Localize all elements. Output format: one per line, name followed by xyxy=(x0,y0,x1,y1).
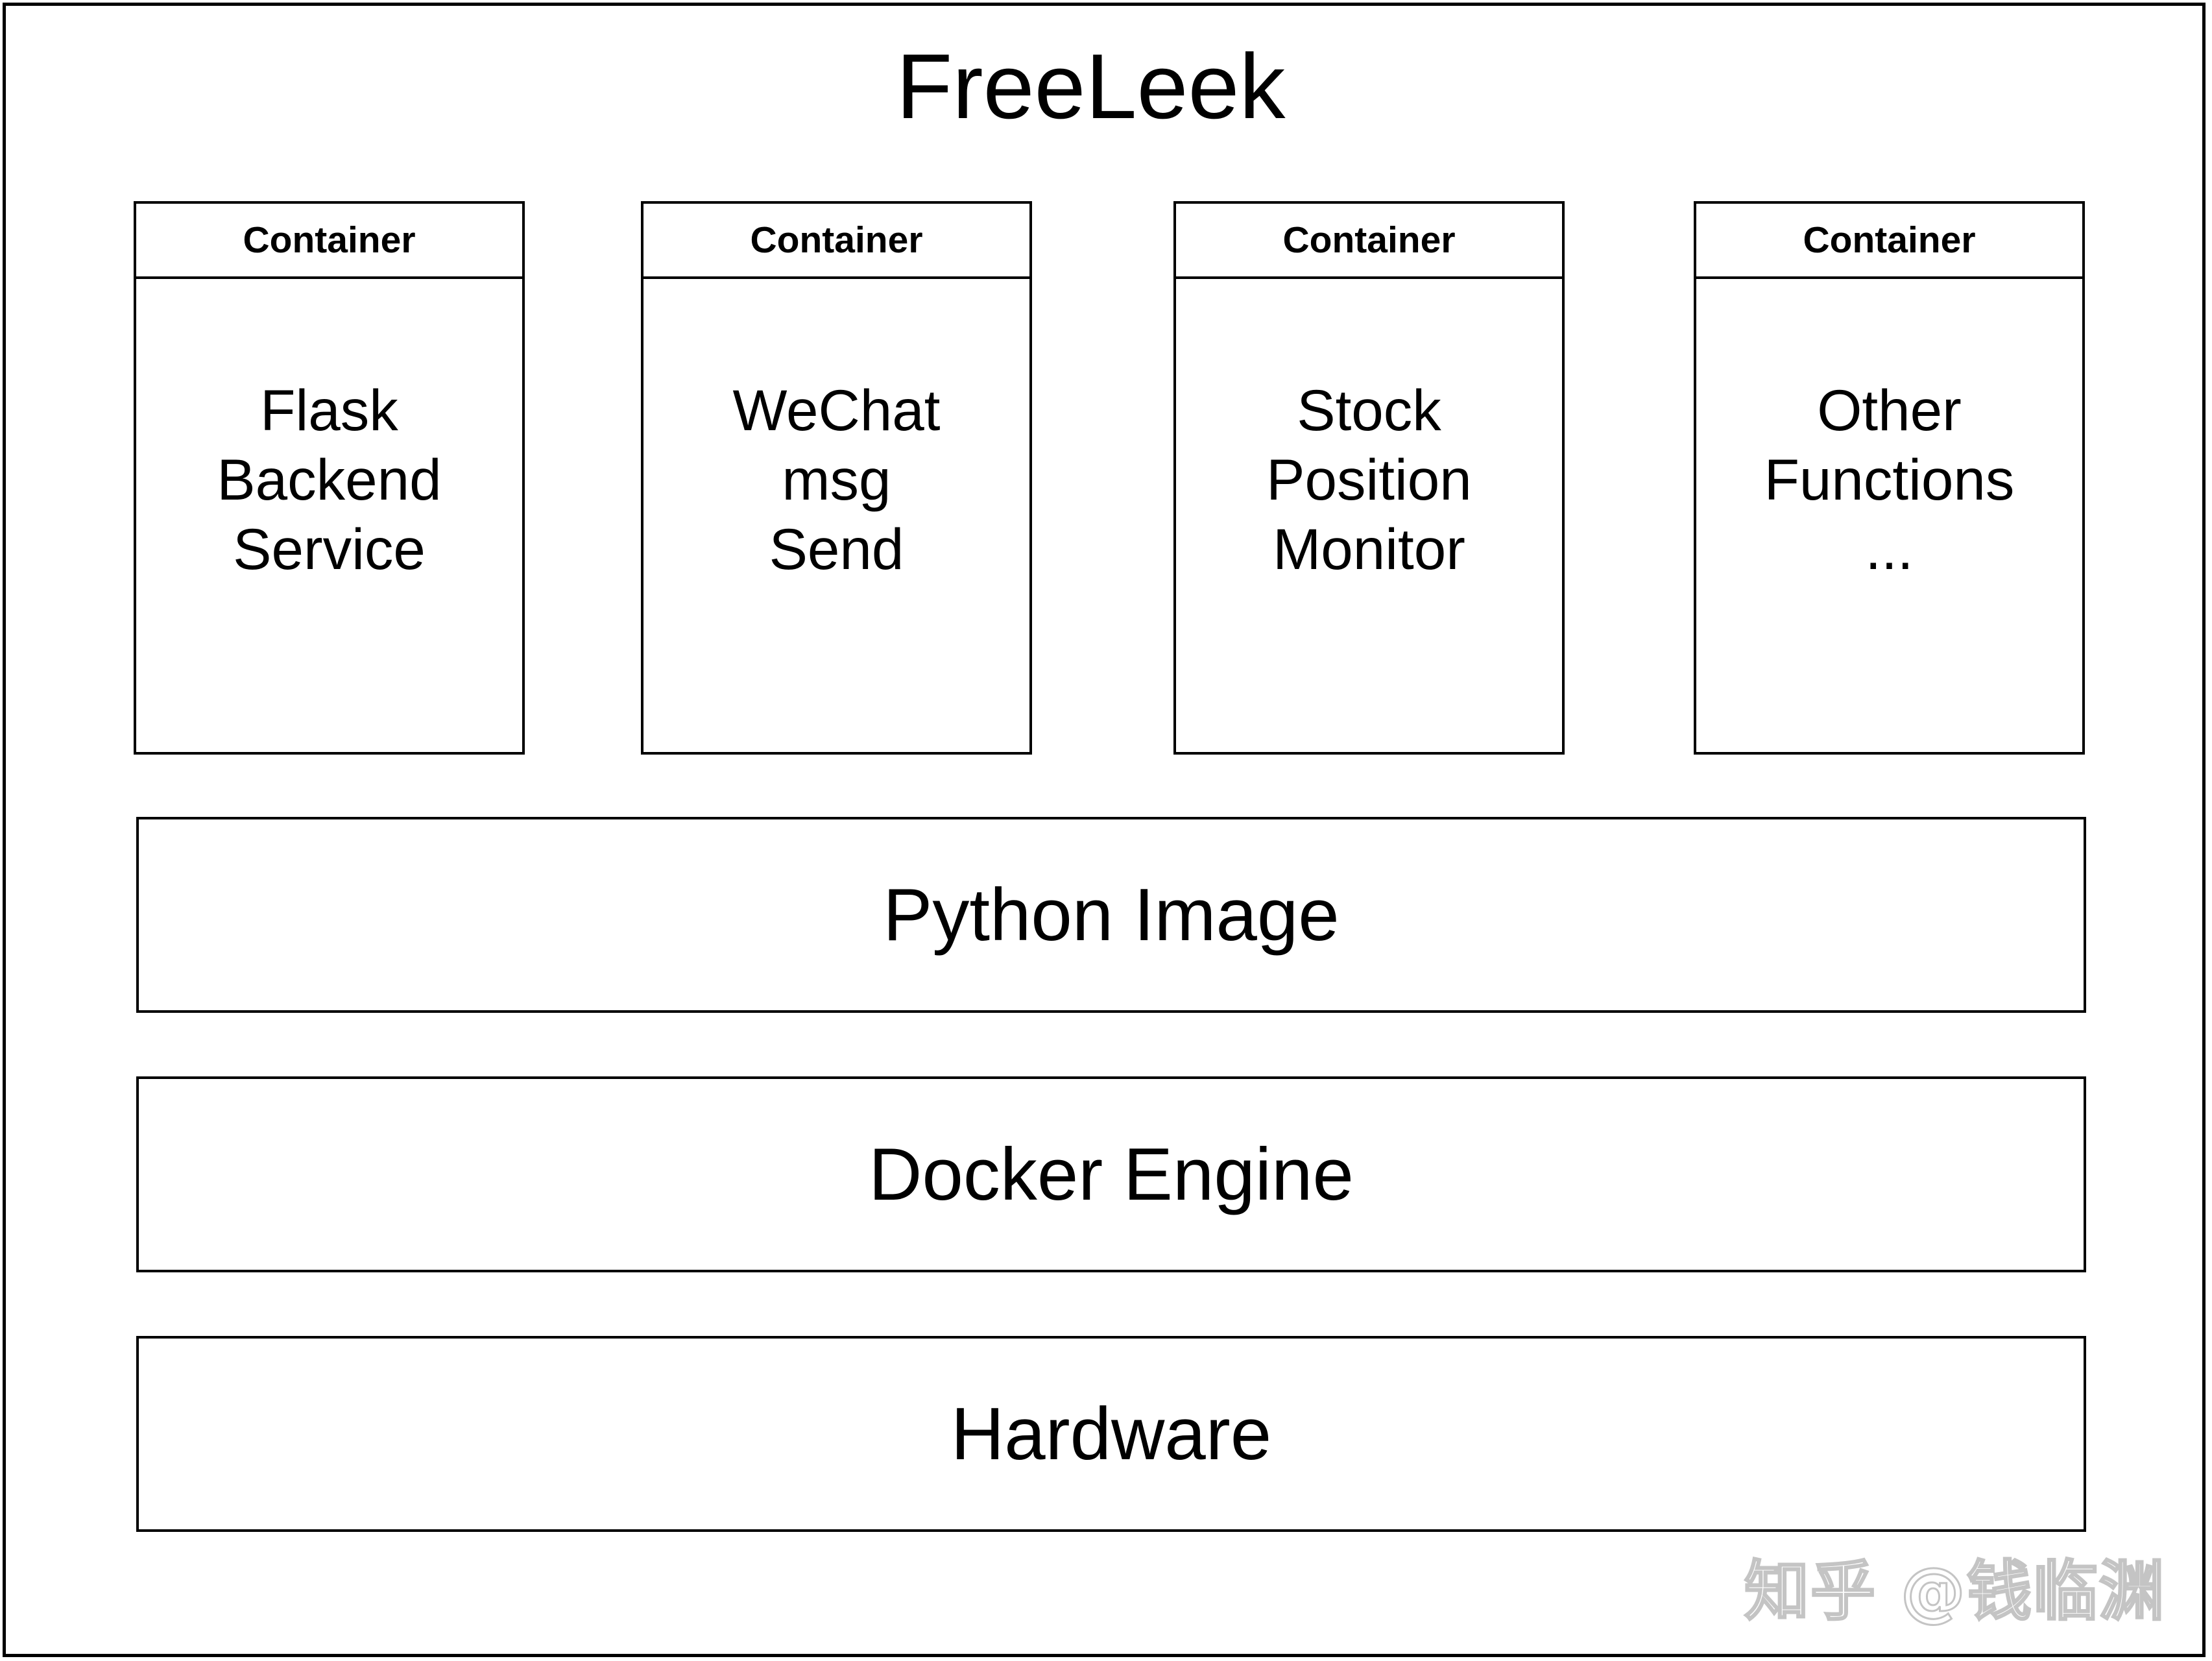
container-flask-backend: Container Flask Backend Service xyxy=(134,201,525,755)
container-body: Stock Position Monitor xyxy=(1176,279,1562,752)
container-body: Flask Backend Service xyxy=(136,279,522,752)
container-header: Container xyxy=(643,204,1029,279)
diagram-title: FreeLeek xyxy=(896,35,1286,138)
container-label-line: Service xyxy=(233,516,426,581)
layer-docker-engine: Docker Engine xyxy=(136,1076,2086,1272)
container-header: Container xyxy=(136,204,522,279)
container-label-line: msg xyxy=(782,447,891,512)
container-label-line: Position xyxy=(1266,447,1472,512)
zhihu-watermark: 知乎 @钱临渊 xyxy=(1744,1553,2165,1631)
container-label-line: Other xyxy=(1817,378,1962,443)
container-label-line: ... xyxy=(1865,516,1914,581)
container-other-functions: Container Other Functions ... xyxy=(1694,201,2085,755)
container-label-line: Functions xyxy=(1764,447,2015,512)
container-label-line: Monitor xyxy=(1273,516,1465,581)
container-label-line: Backend xyxy=(217,447,442,512)
container-body: WeChat msg Send xyxy=(643,279,1029,752)
container-label-line: Stock xyxy=(1297,378,1441,443)
container-header: Container xyxy=(1176,204,1562,279)
container-body: Other Functions ... xyxy=(1696,279,2082,752)
container-wechat-msg: Container WeChat msg Send xyxy=(641,201,1032,755)
container-label-line: Send xyxy=(769,516,904,581)
container-stock-position: Container Stock Position Monitor xyxy=(1173,201,1565,755)
layer-python-image: Python Image xyxy=(136,817,2086,1013)
container-header: Container xyxy=(1696,204,2082,279)
container-label-line: Flask xyxy=(260,378,398,443)
container-label-line: WeChat xyxy=(732,378,941,443)
layer-hardware: Hardware xyxy=(136,1336,2086,1532)
diagram-frame: FreeLeek Container Flask Backend Service… xyxy=(3,3,2206,1657)
